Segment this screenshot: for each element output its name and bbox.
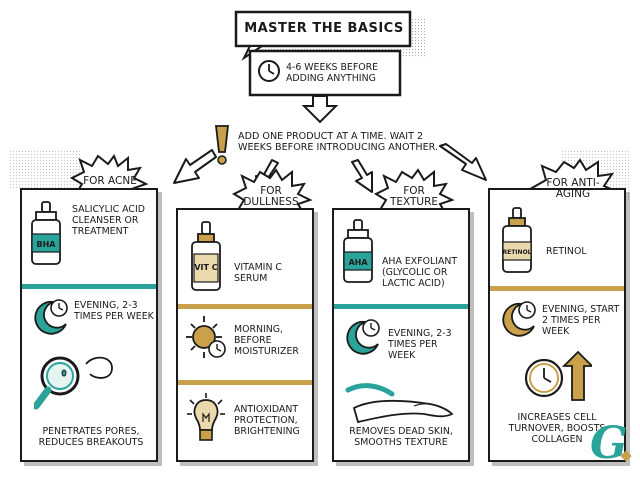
serum-bottle-icon: VIT C (191, 221, 221, 291)
lightbulb-icon (187, 393, 225, 441)
bottle-label: RETINOL (503, 249, 532, 256)
card-product: RETINOL (546, 246, 587, 257)
moon-clock-icon (346, 319, 380, 355)
card-label-anti-aging: FOR ANTI-AGING (546, 177, 600, 200)
clock-icon (258, 60, 280, 82)
divider (22, 284, 156, 289)
moon-clock-icon (34, 299, 68, 335)
moon-clock-icon (502, 301, 536, 337)
card-dullness: VIT C VITAMIN C SERUM MORNING, BEFORE MO… (176, 208, 314, 462)
card-product: AHA EXFOLIANT (GLYCOLIC OR LACTIC ACID) (382, 256, 458, 289)
card-product: VITAMIN C SERUM (234, 262, 282, 284)
magnifier-pore-icon (34, 356, 113, 410)
divider (490, 286, 624, 291)
clock-arrow-up-icon (524, 350, 592, 401)
down-arrow-icon (301, 95, 339, 124)
divider (178, 304, 312, 309)
bottle-label: VIT C (194, 263, 217, 272)
divider (334, 304, 468, 309)
card-acne: BHA SALICYLIC ACID CLEANSER OR TREATMENT… (20, 188, 158, 462)
card-label-dullness: FOR DULLNESS (243, 185, 299, 208)
bottle-label: AHA (348, 258, 368, 267)
card-anti-aging: RETINOL RETINOL EVENING, START 2 TIMES P… (488, 188, 626, 462)
dropper-bottle-icon: AHA (343, 219, 373, 283)
card-benefit: INCREASES CELL TURNOVER, BOOSTS COLLAGEN (508, 412, 606, 445)
card-benefit: REMOVES DEAD SKIN, SMOOTHS TEXTURE (349, 426, 453, 448)
card-label-acne: FOR ACNE (83, 175, 137, 187)
card-timing: EVENING, 2-3 TIMES PER WEEK (74, 300, 154, 322)
card-benefit: ANTIOXIDANT PROTECTION, BRIGHTENING (234, 404, 300, 437)
bottle-label: BHA (37, 240, 57, 249)
dropper-bottle-icon: BHA (31, 201, 61, 265)
dropper-bottle-icon: RETINOL (502, 207, 532, 273)
brand-logo: G (590, 418, 636, 474)
header-subtitle: 4-6 WEEKS BEFORE ADDING ANYTHING (286, 62, 379, 84)
warning-icon (214, 125, 230, 165)
card-timing: EVENING, 2-3 TIMES PER WEEK (388, 328, 452, 361)
logo-mark: G (590, 418, 628, 469)
card-timing: EVENING, START 2 TIMES PER WEEK (542, 304, 620, 337)
divider (178, 380, 312, 385)
card-product: SALICYLIC ACID CLEANSER OR TREATMENT (72, 204, 145, 237)
card-benefit: PENETRATES PORES, REDUCES BREAKOUTS (38, 426, 144, 448)
card-timing: MORNING, BEFORE MOISTURIZER (234, 324, 299, 357)
notice-text: ADD ONE PRODUCT AT A TIME. WAIT 2 WEEKS … (238, 131, 439, 153)
page-title: MASTER THE BASICS (244, 21, 404, 36)
card-label-texture: FOR TEXTURE (389, 185, 439, 208)
card-texture: AHA AHA EXFOLIANT (GLYCOLIC OR LACTIC AC… (332, 208, 470, 462)
smooth-skin-icon (345, 383, 454, 424)
sun-clock-icon (186, 316, 226, 358)
